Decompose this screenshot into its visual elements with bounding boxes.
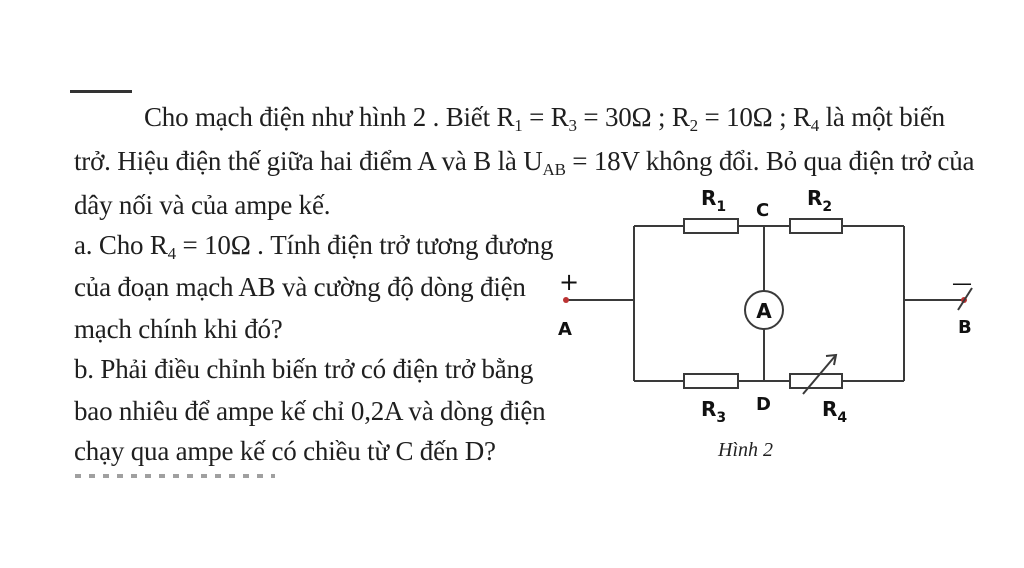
label-r1: R1 (701, 186, 726, 215)
label-terminal-a: A (558, 319, 572, 340)
part-a-end: = 10Ω . Tính điện trở tương đương (175, 230, 554, 260)
part-a-line-3: mạch chính khi đó? (74, 314, 283, 344)
terminal-a-dot (563, 297, 569, 303)
resistor-r2 (789, 218, 843, 234)
line1-start: Cho mạch điện như hình 2 . Biết R (144, 102, 515, 132)
ammeter-icon (744, 290, 784, 330)
part-b-line-2: bao nhiêu để ampe kế chỉ 0,2A và dòng đi… (74, 396, 546, 426)
line1-end: là một biến (819, 102, 945, 132)
part-a-r4-sub: 4 (167, 244, 177, 263)
label-node-c: C (756, 200, 769, 221)
part-b-line-1: b. Phải điều chỉnh biến trở có điện trở … (74, 354, 534, 384)
part-a-line-1: a. Cho R4 = 10Ω . Tính điện trở tương đư… (74, 230, 554, 263)
r3-sub: 3 (568, 116, 578, 135)
line2-end: = 18V không đổi. Bỏ qua điện trở của (565, 146, 975, 176)
figure-caption: Hình 2 (717, 439, 773, 461)
resistor-r3 (683, 373, 739, 389)
label-r3: R3 (701, 397, 726, 426)
bottom-text-fragment (75, 474, 275, 478)
line1-eq2: = 30Ω ; R (576, 102, 690, 132)
problem-line-2: trở. Hiệu điện thế giữa hai điểm A và B … (74, 146, 975, 179)
plus-sign: + (559, 268, 579, 296)
rheostat-r4 (789, 373, 843, 389)
line2-start: trở. Hiệu điện thế giữa hai điểm A và B … (74, 146, 543, 176)
problem-line-3: dây nối và của ampe kế. (74, 190, 331, 220)
part-a-start: a. Cho R (74, 230, 168, 260)
rheostat-arrow-icon (802, 354, 837, 395)
label-node-d: D (756, 394, 771, 415)
problem-line-1: Cho mạch điện như hình 2 . Biết R1 = R3 … (144, 102, 945, 135)
label-terminal-b: B (958, 317, 972, 338)
resistor-r1 (683, 218, 739, 234)
r1-sub: 1 (514, 116, 523, 135)
r2-sub: 2 (689, 116, 699, 135)
line1-eq1: = R (522, 102, 569, 132)
part-a-line-2: của đoạn mạch AB và cường độ dòng điện (74, 272, 526, 302)
circuit-wires (566, 225, 964, 382)
ammeter-label: A (756, 299, 772, 323)
part-b-line-3: chạy qua ampe kế có chiều từ C đến D? (74, 436, 496, 466)
top-rule (70, 90, 132, 93)
line1-eq3: = 10Ω ; R (697, 102, 811, 132)
uab-sub: AB (542, 160, 566, 179)
rheostat-arrowhead-icon (825, 353, 838, 366)
label-r4: R4 (822, 397, 847, 426)
r4-sub: 4 (810, 116, 820, 135)
label-r2: R2 (807, 186, 832, 215)
terminal-b-slash (957, 287, 973, 311)
minus-sign: — (952, 271, 972, 295)
